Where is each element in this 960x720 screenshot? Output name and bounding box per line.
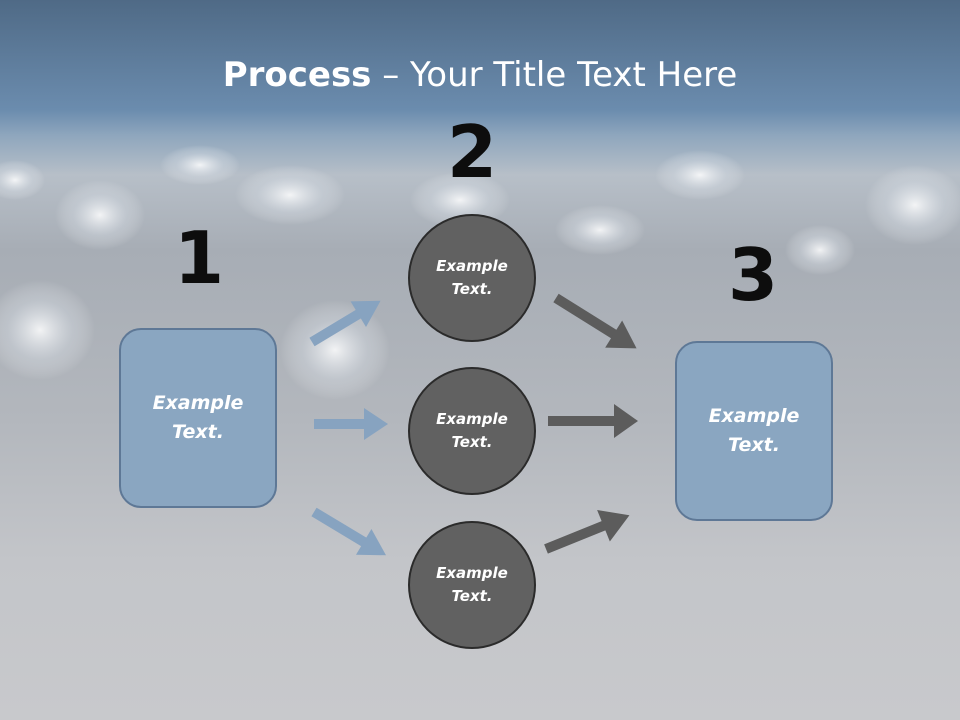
- arrow-right-icon: [548, 404, 638, 438]
- step-2-circle-bottom-text: Example Text.: [436, 564, 508, 605]
- step-1-text: Example Text.: [152, 392, 244, 443]
- step-3-box: Example Text.: [675, 341, 833, 521]
- title-rest: – Your Title Text Here: [371, 55, 738, 95]
- step-2-circle-middle: Example Text.: [408, 367, 536, 495]
- step-2-circle-top: Example Text.: [408, 214, 536, 342]
- step-2-circle-bottom: Example Text.: [408, 521, 536, 649]
- step-2-circle-top-text: Example Text.: [436, 257, 508, 298]
- step-1-box: Example Text.: [119, 328, 277, 508]
- title-bold: Process: [222, 55, 372, 95]
- arrow-right-icon: [314, 408, 388, 440]
- arrow-up-right-icon: [309, 300, 381, 347]
- step-number-2: 2: [446, 110, 498, 194]
- arrow-down-right-icon: [553, 293, 637, 349]
- slide-title: Process – Your Title Text Here: [0, 52, 960, 98]
- diamond-background-image: [0, 145, 960, 400]
- step-2-circle-middle-text: Example Text.: [436, 410, 508, 451]
- step-3-text: Example Text.: [708, 405, 800, 456]
- arrow-up-right-icon: [544, 510, 630, 554]
- arrow-down-right-icon: [311, 507, 387, 556]
- step-number-1: 1: [173, 216, 225, 300]
- step-number-3: 3: [727, 233, 779, 317]
